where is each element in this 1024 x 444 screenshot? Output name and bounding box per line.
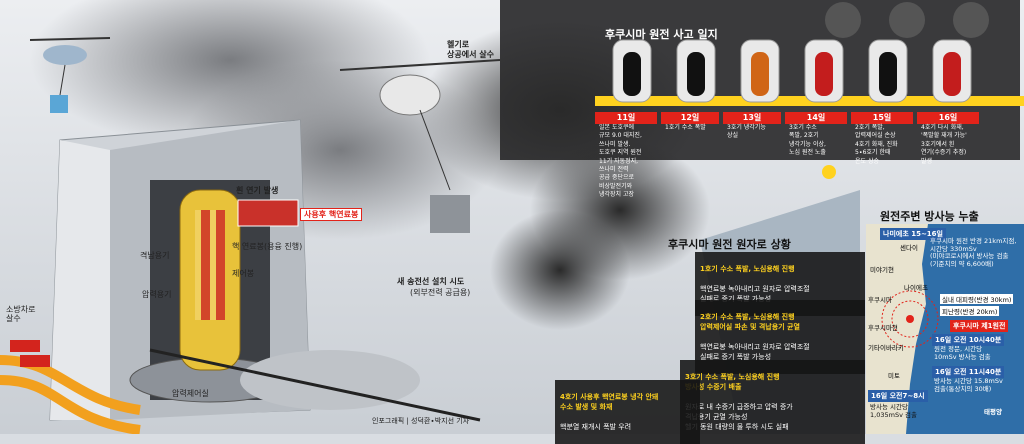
day-14-text: 3호기 수소 폭발, 2호기 냉각기능 이상, 노심 원전 노출 (789, 124, 826, 157)
zone-morning: 16일 오전7~8시 (868, 390, 928, 402)
day-15-label: 15일 (851, 112, 913, 124)
radiation-map: 나미에초 15~16일 후쿠시마 원전 반경 21km지점, 시간당 330mS… (866, 224, 1024, 434)
white-smoke-label: 흰 연기 발생 (236, 186, 279, 195)
day-13-text: 3호기 냉각기능 상실 (727, 124, 766, 140)
day-16-label: 16일 (917, 112, 979, 124)
radiation-map-title: 원전주변 방사능 누출 (880, 210, 979, 223)
day-16-text: 4호기 다시 화재, '폭발할 재개 가능' 3호기에서 흰 연기(수증기 추정… (921, 124, 967, 165)
pressure-vessel-label: 압력용기 (142, 290, 172, 299)
place-miyagi: 미야기현 (870, 266, 894, 274)
ring-20km: 피난령(반경 20km) (940, 306, 1000, 316)
unit-2-text: 핵연료봉 녹아내리고 원자로 압력조절 실패로 증기 폭발 가능성 (700, 343, 810, 361)
unit-1-text: 핵연료봉 녹아내리고 원자로 압력조절 실패로 증기 폭발 가능성 (700, 285, 810, 303)
unit-3-status: 3호기 수소 폭발, 노심용해 진행 방사성 수증기 배출 원자로 내 수증기 … (680, 360, 865, 444)
zone-namie-text: 후쿠시마 원전 반경 21km지점, 시간당 330mSv (미야코로시에서 방… (930, 237, 1017, 268)
suppression-chamber-label: 압력제어실 (172, 389, 209, 398)
fire-truck-label: 소방차로 살수 (6, 305, 36, 323)
spent-fuel-label: 사용후 핵연료봉 (300, 208, 363, 221)
timeline-title: 후쿠시마 원전 사고 일지 (605, 28, 718, 41)
reactor-status-icons (595, 2, 1024, 179)
day-12-text: 1호기 수소 폭발 (665, 124, 706, 131)
helicopter-icon (149, 348, 481, 422)
zone-1140: 16일 오전 11시40분 (932, 366, 1005, 378)
vehicles (10, 37, 501, 422)
reactor-building (0, 119, 311, 434)
power-line-label: 새 송전선 설치 시도 (397, 277, 465, 286)
helicopter-icon (339, 59, 501, 233)
unit-2-title: 2호기 수소 폭발, 노심용해 진행 압력제어실 파손 및 격납용기 균열 (700, 313, 800, 331)
unit-4-text: 핵분열 재개시 폭발 우려 (560, 423, 632, 431)
unit-4-status: 4호기 사용후 핵연료봉 냉각 안돼 수소 발생 및 화재 핵분열 재개시 폭발… (555, 380, 700, 444)
zone-plant: 후쿠시마 제1원전 (950, 320, 1009, 332)
containment-label: 격납용기 (140, 251, 170, 260)
day-14-label: 14일 (785, 112, 847, 124)
ring-30km: 실내 대피령(반경 30km) (940, 294, 1014, 304)
background-scene (0, 0, 1024, 434)
unit-3-title: 3호기 수소 폭발, 노심용해 진행 방사성 수증기 배출 (685, 373, 780, 391)
day-15-text: 2호기 폭발, 압력제어실 손상 4호기 화재, 진화 5∙6호기 한때 온도 … (855, 124, 898, 165)
zone-1140-text: 방사능 시간당 15.8mSv 검출(통상치의 30배) (934, 377, 1003, 393)
helicopter-label: 헬기로 상공에서 살수 (447, 40, 494, 59)
unit-3-text: 원자로 내 수증기 급증하고 압력 증가 격납용기 균열 가능성 헬기 동원 대… (685, 403, 793, 431)
day-11-label: 11일 (595, 112, 657, 124)
control-rod-label: 제어봉 (232, 269, 255, 278)
place-mito: 미토 (888, 372, 900, 380)
zone-morning-text: 방사능 시간당 1,035mSv 검출 (870, 403, 917, 419)
unit-4-title: 4호기 사용후 핵연료봉 냉각 안돼 수소 발생 및 화재 (560, 393, 659, 411)
place-fukushima-pref: 후쿠시마현 (868, 324, 898, 332)
timeline-panel: 후쿠시마 원전 사고 일지 11일 12일 13일 14일 (595, 0, 1024, 225)
place-namie: 나이에초 (904, 284, 928, 292)
fire-truck-icon (10, 340, 50, 367)
credit: 인포그래픽 | 성덕환∙박지선 기자 (372, 417, 470, 425)
day-11-text: 일본 도호쿠에 규모 9.0 대지진, 쓰나미 발생. 도호쿠 지역 원전 11… (599, 124, 642, 199)
zone-namie: 나미에초 15~16일 (880, 228, 946, 240)
place-sendai: 센다이 (900, 244, 918, 252)
power-line-sub-label: (외부전력 공급용) (410, 288, 471, 297)
place-kitaibaraki: 기타이바라키 (868, 344, 904, 352)
unit-1-title: 1호기 수소 폭발, 노심용해 진행 (700, 265, 795, 273)
fuel-rod-label: 핵 연료봉(용융 진행) (232, 242, 303, 251)
place-fukushima: 후쿠시마 (868, 296, 892, 304)
day-13-label: 13일 (723, 112, 781, 124)
helicopter-icon (29, 37, 111, 113)
plant-status-title: 후쿠시마 원전 원자로 상황 (668, 238, 791, 251)
zone-gate: 16일 오전 10시40분 (932, 334, 1005, 346)
zone-gate-text: 원전 정문, 시간당 10mSv 방사능 검출 (934, 345, 991, 361)
day-12-label: 12일 (661, 112, 719, 124)
pacific-label: 태평양 (984, 408, 1002, 416)
